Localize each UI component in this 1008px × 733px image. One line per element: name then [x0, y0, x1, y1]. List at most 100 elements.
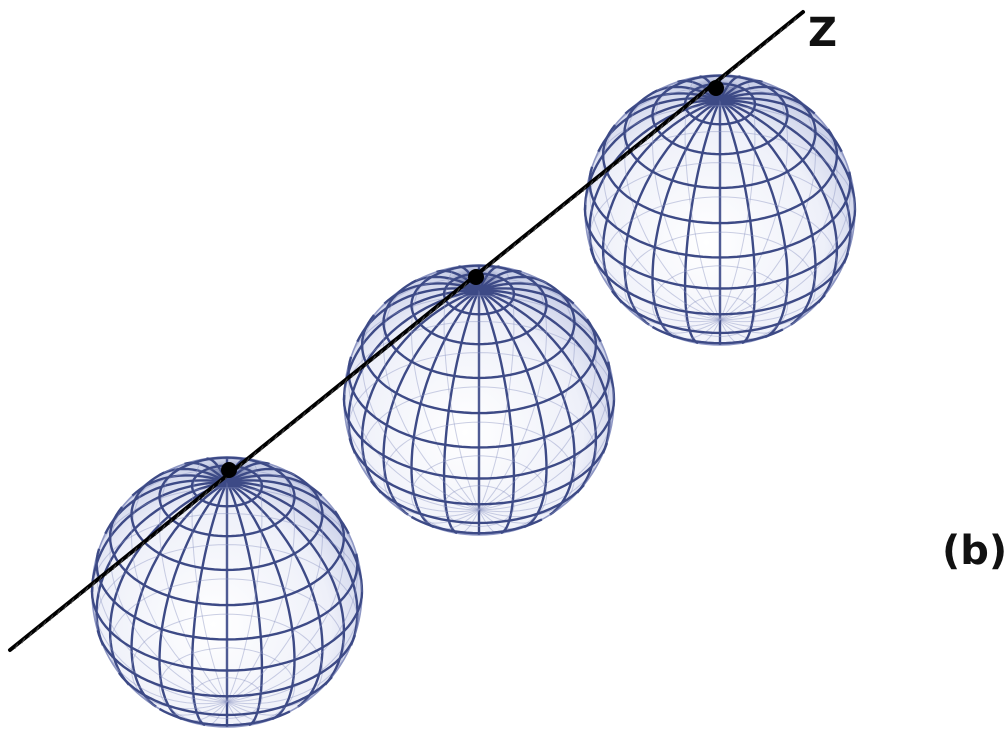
axis-hatch — [301, 412, 306, 418]
meridian-line-back — [719, 263, 845, 323]
axis-hatch — [491, 259, 496, 266]
meridian-line-back — [226, 701, 250, 726]
axis-hatch — [182, 508, 187, 514]
meridian-line — [226, 481, 324, 708]
axis-hatch — [463, 282, 468, 288]
axis-hatch — [91, 581, 96, 587]
axis-hatch — [540, 220, 545, 226]
axis-hatch — [35, 626, 40, 633]
meridian-line — [130, 481, 228, 708]
parallel-line — [583, 204, 857, 290]
meridian-line — [477, 289, 516, 535]
parallel-line-back — [847, 238, 851, 254]
meridian-line — [360, 289, 480, 494]
parallel-line-back — [583, 454, 597, 486]
axis-hatch — [343, 378, 348, 384]
parallel-line — [347, 356, 611, 449]
meridian-line-back — [410, 271, 480, 511]
meridian-line-back — [719, 319, 743, 344]
axis-hatch — [105, 570, 110, 576]
z-axis-line — [8, 10, 805, 652]
axis-hatch — [526, 231, 531, 238]
axis-hatch — [252, 451, 257, 458]
meridian-line — [478, 289, 548, 529]
meridian-line-back — [456, 509, 480, 534]
parallel-line — [130, 471, 324, 572]
axis-hatch — [603, 169, 608, 176]
meridian-line-back — [651, 81, 721, 321]
axis-hatch — [400, 333, 404, 339]
axis-hatch — [266, 440, 271, 446]
axis-hatch — [378, 350, 383, 356]
z-axis-label: Z — [808, 10, 837, 56]
parallel-line — [601, 124, 839, 225]
parallel-line — [360, 314, 598, 415]
meridian-line-back — [478, 271, 548, 511]
axis-hatch — [449, 293, 454, 300]
axis-hatch — [519, 237, 524, 243]
axis-hatch — [84, 587, 89, 593]
axis-hatch — [119, 558, 124, 565]
meridian-line-back — [478, 303, 597, 511]
axis-hatch — [238, 462, 243, 469]
parallel-line-back — [443, 485, 515, 527]
axis-hatch — [273, 434, 278, 441]
parallel-line — [90, 586, 364, 672]
meridian-line-back — [584, 209, 721, 321]
parallel-line — [96, 629, 357, 698]
axis-hatch — [336, 383, 341, 390]
meridian-line-back — [91, 591, 228, 703]
parallel-line-back — [623, 231, 816, 328]
parallel-line-back — [191, 677, 263, 719]
parallel-line-back — [130, 613, 323, 710]
axis-hatch — [217, 479, 222, 486]
meridian-line — [651, 99, 721, 339]
axis-hatch — [533, 225, 538, 232]
meridian-line-back — [354, 453, 480, 513]
parallel-line — [348, 437, 609, 506]
axis-hatch — [168, 519, 173, 525]
axis-hatch — [287, 423, 292, 429]
axis-hatch — [554, 209, 559, 215]
axis-hatch — [778, 28, 783, 35]
meridian-line-back — [343, 399, 480, 511]
axis-hatch — [638, 141, 643, 147]
axis-hatch — [575, 192, 580, 198]
axis-hatch — [687, 101, 692, 108]
axis-hatch — [442, 299, 446, 305]
axis-hatch — [308, 406, 313, 413]
meridian-line-back — [719, 81, 789, 321]
parallel-line-back — [824, 264, 838, 296]
parallel-line — [826, 128, 839, 156]
pole-point — [221, 462, 237, 478]
meridian-line — [410, 289, 480, 529]
axis-hatch — [385, 344, 390, 350]
axis-hatch — [393, 338, 397, 345]
parallel-line-back — [591, 105, 850, 172]
parallel-line — [611, 290, 826, 335]
parallel-line-back — [382, 421, 575, 518]
meridian-line — [190, 481, 229, 727]
axis-hatch — [371, 355, 376, 362]
parallel-line-back — [350, 295, 609, 362]
axis-hatch — [364, 361, 369, 367]
z-axis — [8, 10, 805, 652]
sphere — [342, 264, 616, 536]
meridian-line-back — [226, 645, 352, 705]
axis-hatch — [280, 429, 285, 435]
parallel-line — [589, 247, 850, 316]
sphere — [90, 456, 364, 728]
axis-hatch — [414, 321, 418, 328]
axis-hatch — [98, 575, 103, 582]
z-axis-ticks — [14, 17, 797, 649]
meridian-line — [108, 481, 228, 686]
parallel-line — [95, 548, 359, 641]
parallel-line — [786, 92, 817, 133]
axis-hatch — [673, 113, 678, 119]
parallel-line — [382, 279, 576, 380]
meridian-line-back — [204, 701, 228, 726]
axis-hatch — [175, 513, 180, 520]
axis-hatch — [28, 632, 33, 638]
parallel-line — [651, 325, 784, 345]
